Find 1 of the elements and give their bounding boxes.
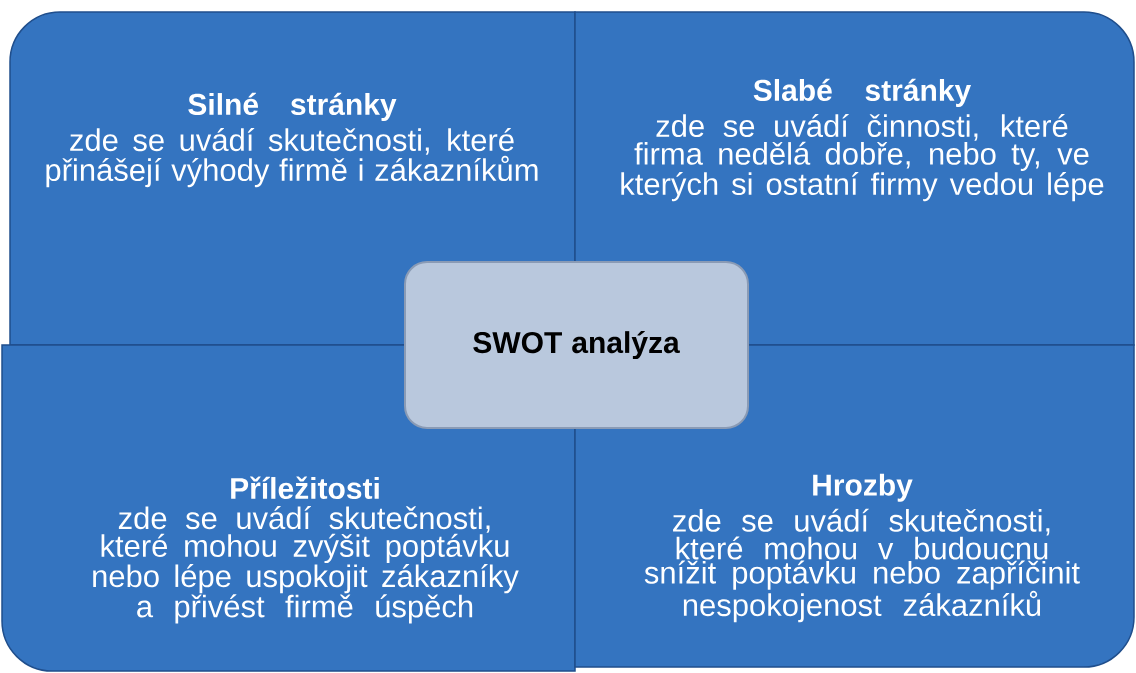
- center-box: SWOT analýza: [404, 261, 749, 429]
